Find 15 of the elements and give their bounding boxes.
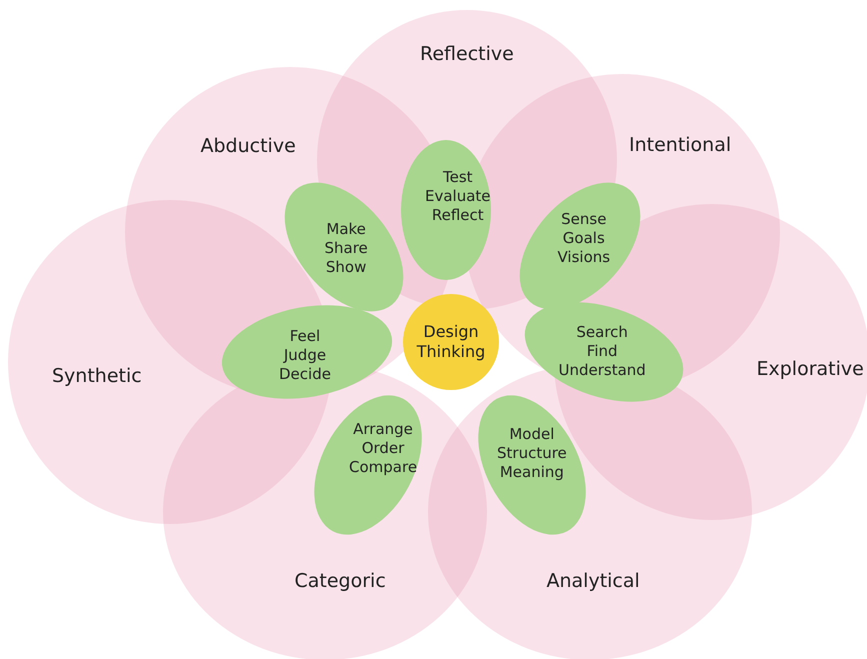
region-label: Intentional (629, 134, 732, 158)
petal-label: Search Find Understand (558, 323, 646, 380)
region-label: Synthetic (52, 365, 142, 389)
petal-label: Make Share Show (324, 220, 368, 276)
center-label: Design Thinking (416, 322, 486, 362)
petal-label: Sense Goals Visions (558, 210, 610, 266)
region-label: Reflective (420, 43, 514, 67)
petal-label: Test Evaluate Reflect (425, 168, 491, 224)
petal-label: Arrange Order Compare (349, 420, 418, 476)
region-label: Explorative (756, 358, 864, 382)
region-label: Categoric (294, 570, 386, 594)
region-label: Analytical (546, 570, 640, 594)
petal-label: Feel Judge Decide (279, 327, 331, 384)
petal-label: Model Structure Meaning (497, 425, 567, 482)
region-label: Abductive (200, 135, 296, 159)
